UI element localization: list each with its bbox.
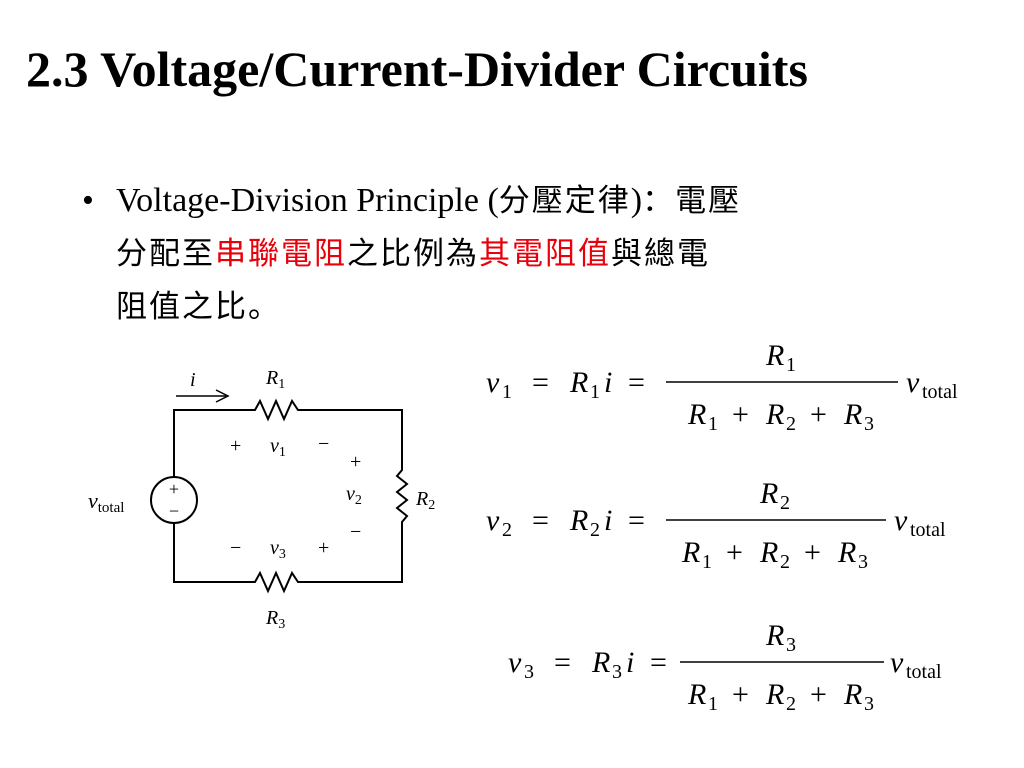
eq1-equals-2: =	[628, 366, 645, 399]
wire-top	[173, 398, 409, 594]
current-arrowhead	[215, 389, 230, 403]
eq2-num-letter: R	[759, 477, 778, 510]
eq3-r-letter: R	[591, 646, 610, 679]
eq1-tail-var: v	[906, 366, 920, 399]
source-plus: +	[169, 479, 179, 499]
eq2-num-sub: 2	[780, 492, 790, 514]
eq1-lhs-sub: 1	[502, 381, 512, 403]
principle-close-paren: )	[630, 182, 643, 219]
eq3-tail-sub: total	[906, 661, 942, 683]
eq2-den-r3-letter: R	[837, 536, 856, 569]
highlight-series-resistors: 串聯電阻	[215, 236, 347, 272]
eq2-lhs-var: v	[486, 504, 500, 537]
eq1-den-r1-sub: 1	[708, 413, 718, 435]
eq3-current: i	[626, 646, 634, 679]
v2-label: v2	[346, 483, 362, 508]
eq1-den-r3-sub: 3	[864, 413, 874, 435]
v1-label: v1	[270, 435, 286, 460]
eq3-lhs-var: v	[508, 646, 522, 679]
eq2-tail-var: v	[894, 504, 908, 537]
eq1-current: i	[604, 366, 612, 399]
eq2-den-r3-sub: 3	[858, 551, 868, 573]
principle-name-cjk: 分壓定律	[498, 183, 631, 219]
eq3-den-r1-sub: 1	[708, 693, 718, 715]
eq1-den-r2-sub: 2	[786, 413, 796, 435]
eq2-den-r1-letter: R	[681, 536, 700, 569]
v1-plus: +	[230, 435, 241, 457]
eq3-den-r3-sub: 3	[864, 693, 874, 715]
eq1-lhs-var: v	[486, 366, 500, 399]
bullet-text: Voltage-Division Principle (分壓定律)：電壓 分配至…	[116, 174, 966, 334]
eq3-equals-1: =	[554, 646, 571, 679]
desc-part-b: 之比例為	[347, 236, 479, 272]
bullet-line-3: 阻值之比。	[116, 289, 281, 325]
eq3-num-sub: 3	[786, 634, 796, 656]
v3-plus: +	[318, 537, 329, 559]
eq2-lhs-sub: 2	[502, 519, 512, 541]
eq2-den-r2-letter: R	[759, 536, 778, 569]
eq2-tail-sub: total	[910, 519, 946, 541]
v2-plus: +	[350, 451, 361, 473]
eq3-den-plus-2: +	[810, 678, 827, 711]
eq1-r-letter: R	[569, 366, 588, 399]
eq1-num-sub: 1	[786, 354, 796, 376]
r1-label: R1	[265, 367, 285, 392]
eq1-den-r2-letter: R	[765, 398, 784, 431]
highlight-resistance-value: 其電阻值	[479, 236, 611, 272]
v2-minus: −	[350, 521, 361, 543]
eq1-den-plus-1: +	[732, 398, 749, 431]
source-minus: −	[169, 501, 179, 521]
eq1-equals-1: =	[532, 366, 549, 399]
eq3-den-r2-sub: 2	[786, 693, 796, 715]
eq3-num-letter: R	[765, 619, 784, 652]
v1-minus: −	[318, 433, 329, 455]
bullet-line-2: 分配至串聯電阻之比例為其電阻值與總電	[116, 228, 966, 281]
principle-desc-start: ：電壓	[642, 183, 742, 219]
r3-label: R3	[265, 607, 285, 632]
eq2-equals-2: =	[628, 504, 645, 537]
bullet-marker: •	[82, 182, 94, 219]
desc-part-c: 與總電	[611, 236, 710, 272]
eq1-den-r3-letter: R	[843, 398, 862, 431]
eq1-tail-sub: total	[922, 381, 958, 403]
eq2-den-r1-sub: 1	[702, 551, 712, 573]
eq3-den-r1-letter: R	[687, 678, 706, 711]
eq1-num-letter: R	[765, 339, 784, 372]
eq1-den-plus-2: +	[810, 398, 827, 431]
bullet-line-1: Voltage-Division Principle (分壓定律)：電壓	[116, 174, 966, 228]
v3-minus: −	[230, 537, 241, 559]
eq1-den-r1-letter: R	[687, 398, 706, 431]
eq2-current: i	[604, 504, 612, 537]
source-label: vtotal	[88, 488, 124, 516]
r2-label: R2	[415, 488, 435, 513]
eq3-den-plus-1: +	[732, 678, 749, 711]
eq3-den-r3-letter: R	[843, 678, 862, 711]
eq2-r-letter: R	[569, 504, 588, 537]
eq2-r-sub: 2	[590, 519, 600, 541]
voltage-source	[150, 476, 198, 524]
current-label: i	[190, 369, 196, 391]
eq3-tail-var: v	[890, 646, 904, 679]
eq1-r-sub: 1	[590, 381, 600, 403]
eq2-den-plus-2: +	[804, 536, 821, 569]
v3-label: v3	[270, 537, 286, 562]
principle-name: Voltage-Division Principle (	[116, 182, 499, 219]
eq3-lhs-sub: 3	[524, 661, 534, 683]
eq3-den-r2-letter: R	[765, 678, 784, 711]
eq3-r-sub: 3	[612, 661, 622, 683]
desc-part-a: 分配至	[116, 236, 215, 272]
eq3-equals-2: =	[650, 646, 667, 679]
slide-title: 2.3 Voltage/Current-Divider Circuits	[26, 41, 808, 97]
eq2-den-r2-sub: 2	[780, 551, 790, 573]
eq2-den-plus-1: +	[726, 536, 743, 569]
eq2-equals-1: =	[532, 504, 549, 537]
